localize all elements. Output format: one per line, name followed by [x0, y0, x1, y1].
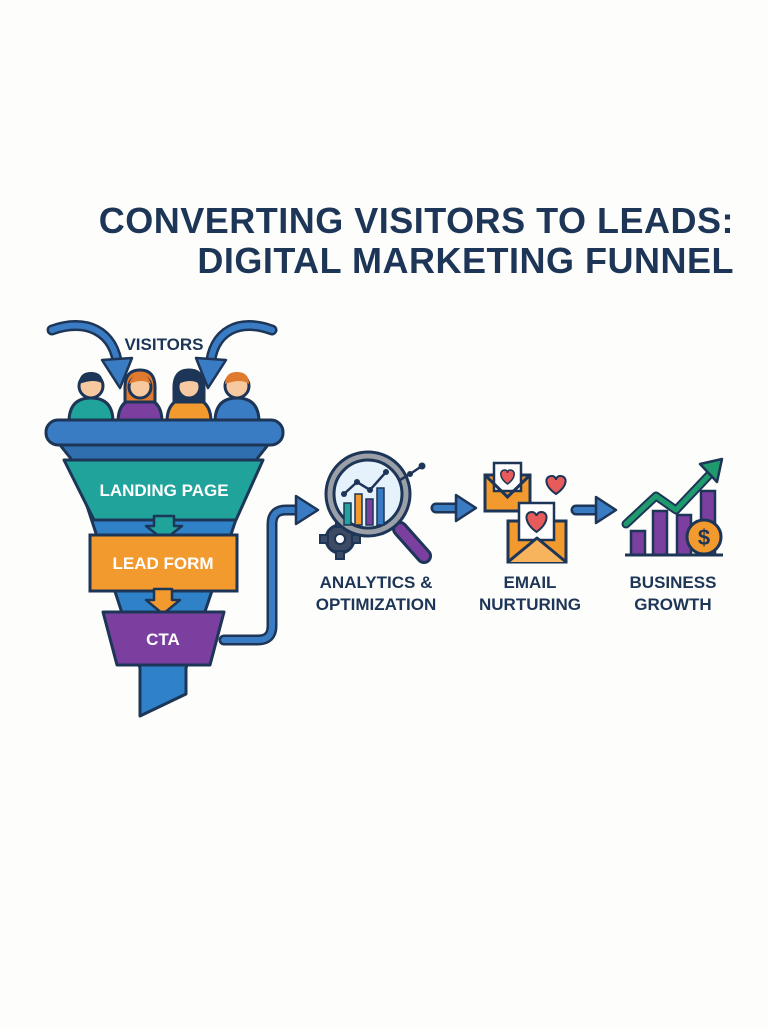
visitors-label: VISITORS [124, 335, 203, 354]
connector-arrow [218, 494, 320, 646]
stage-lead-form-label: LEAD FORM [112, 554, 213, 573]
step-email-line-1: EMAIL [504, 573, 557, 592]
step-analytics-line-1: ANALYTICS & [320, 573, 433, 592]
step-growth-line-1: BUSINESS [630, 573, 717, 592]
person-icon-2 [116, 368, 164, 424]
envelope-heart-icon [483, 461, 568, 564]
person-icon-1 [67, 372, 115, 424]
person-icon-4 [213, 372, 261, 424]
down-arrow-icon [144, 587, 182, 616]
magnifier-chart-icon [319, 450, 432, 564]
stage-cta[interactable] [101, 610, 226, 667]
step-analytics-line-2: OPTIMIZATION [316, 595, 437, 614]
down-arrow-icon [144, 514, 184, 542]
person-icon-3 [165, 368, 213, 424]
funnel-rim [44, 418, 285, 462]
arrow-right-icon [570, 495, 618, 525]
growth-chart-icon: $ [621, 457, 724, 557]
arrow-right-icon [430, 493, 478, 523]
stage-cta-label: CTA [146, 630, 180, 649]
step-growth-line-2: GROWTH [634, 595, 711, 614]
incoming-arrow-left [46, 320, 134, 390]
stage-landing-page[interactable] [62, 458, 265, 522]
step-email-line-2: NURTURING [479, 595, 581, 614]
title-line-2: DIGITAL MARKETING FUNNEL [197, 240, 734, 281]
svg-text:$: $ [698, 525, 710, 550]
title-line-1: CONVERTING VISITORS TO LEADS: [99, 200, 734, 241]
stage-landing-page-label: LANDING PAGE [99, 481, 228, 500]
incoming-arrow-right [194, 320, 278, 390]
